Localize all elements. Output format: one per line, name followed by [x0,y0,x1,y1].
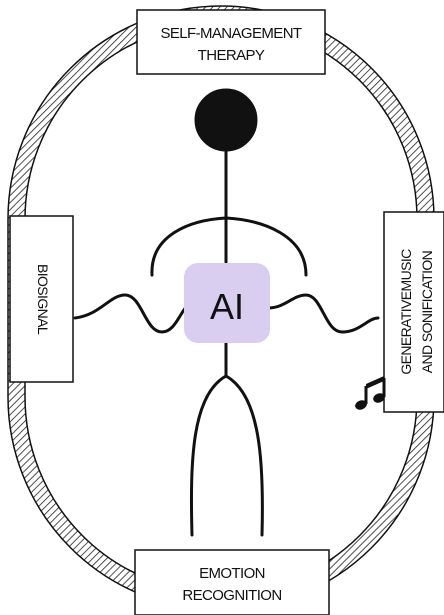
figure-wave-right [266,293,380,334]
box-emotion-recognition: EMOTION RECOGNITION [134,549,330,615]
music-note-icon [355,376,386,410]
bottom-box-line1: EMOTION [199,565,265,582]
right-box-line2: AND SONIFICATION [419,251,435,373]
figure-legs [189,374,264,537]
right-box-line1: GENERATIVEMUSIC [398,249,414,375]
left-box-label: BIOSIGNAL [35,264,51,335]
ai-node: AI [184,263,270,343]
top-box-line2: THERAPY [198,47,265,64]
figure-head [194,88,258,152]
box-biosignal: BIOSIGNAL [9,215,74,383]
figure-wave-left [73,293,190,334]
figure-arms [150,216,308,277]
stick-figure [73,88,380,537]
box-self-management-therapy: SELF-MANAGEMENT THERAPY [136,9,326,75]
box-generative-music: GENERATIVEMUSIC AND SONIFICATION [383,211,444,413]
bottom-box-line2: RECOGNITION [182,587,281,604]
top-box-line1: SELF-MANAGEMENT [160,25,301,42]
ai-label: AI [210,286,244,327]
